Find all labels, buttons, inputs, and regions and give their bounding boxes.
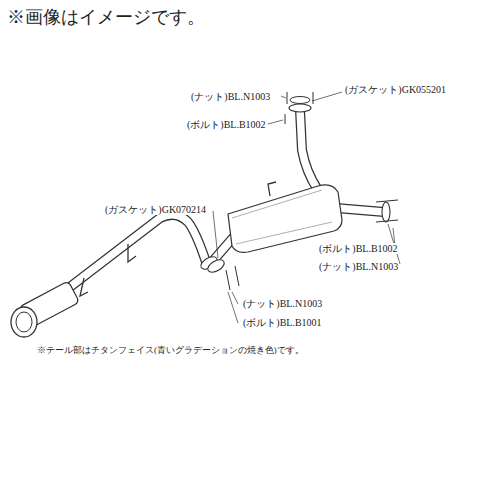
tail-tip xyxy=(11,307,37,337)
hanger xyxy=(80,182,276,296)
part-label: (ナット)BL.N1003 xyxy=(318,261,399,272)
note-text: ※画像はイメージです。 xyxy=(6,8,206,28)
gasket xyxy=(290,97,310,104)
part-label: (ボルト)BL.B1001 xyxy=(242,317,323,328)
note-text: ※テール部はチタンフェイス(青いグラデーションの焼き色)です。 xyxy=(36,346,305,355)
part-label: (ナット)BL.N1003 xyxy=(242,298,323,309)
part-label: (ガスケット)GK070214 xyxy=(104,204,207,215)
part-label: (ガスケット)GK055201 xyxy=(344,84,447,95)
part-label: (ボルト)BL.B1002 xyxy=(318,243,399,254)
part-label: (ボルト)BL.B1002 xyxy=(186,119,267,130)
part-label: (ナット)BL.N1003 xyxy=(190,91,271,102)
